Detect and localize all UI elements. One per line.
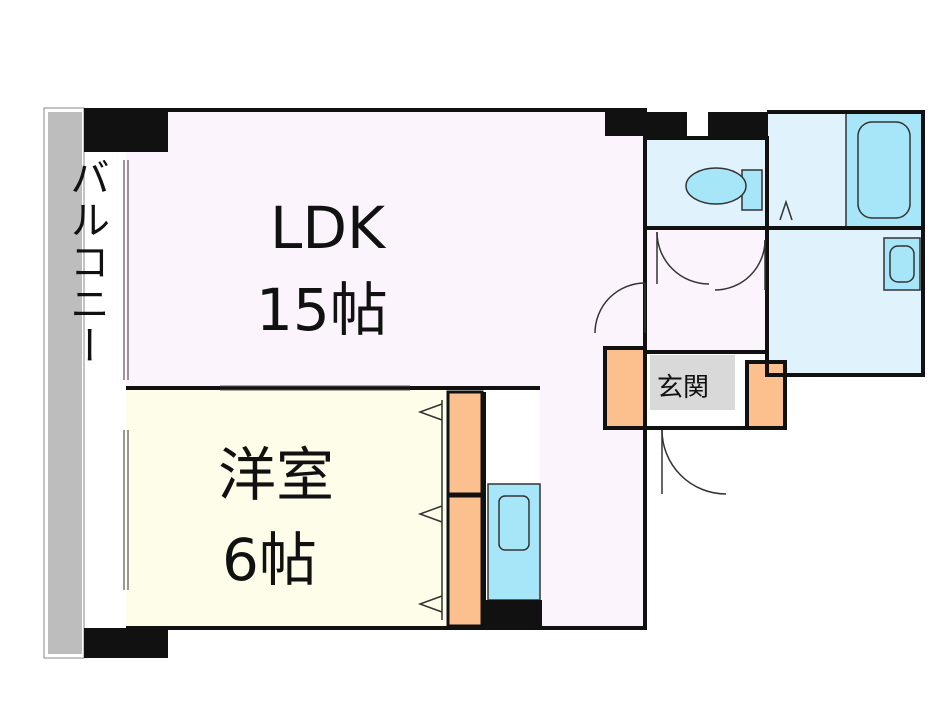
western-room-name: 洋室	[218, 441, 334, 509]
wall-blocks	[84, 108, 768, 658]
western-room-size: 6帖	[222, 526, 317, 594]
balcony-label: バルコニー	[63, 157, 109, 367]
entrance-area: 玄関	[647, 352, 747, 424]
toilet-icon	[685, 167, 747, 205]
ldk-room-size: 15帖	[256, 276, 388, 344]
ldk-room-name: LDK	[270, 194, 387, 262]
western-room-floor	[126, 390, 446, 628]
door-swings	[594, 231, 766, 495]
storage	[446, 346, 787, 628]
closet-lower	[446, 494, 484, 628]
washbasin-icon	[889, 245, 915, 283]
bath-room	[768, 111, 924, 229]
balcony-windows	[123, 160, 129, 590]
closet-door-marks	[417, 400, 443, 620]
corridor-floor	[647, 230, 767, 352]
sliding-door	[220, 385, 410, 391]
ldk-floor	[126, 110, 645, 628]
kitchen	[487, 483, 541, 601]
balcony	[43, 107, 85, 659]
toilet-room	[647, 138, 767, 228]
walls	[126, 108, 925, 630]
washroom	[768, 230, 923, 375]
sink-icon	[498, 495, 530, 551]
shoe-closet-left	[603, 346, 647, 430]
entrance-label: 玄関	[657, 373, 709, 403]
closet-upper	[446, 390, 484, 496]
bathtub-icon	[857, 121, 911, 219]
